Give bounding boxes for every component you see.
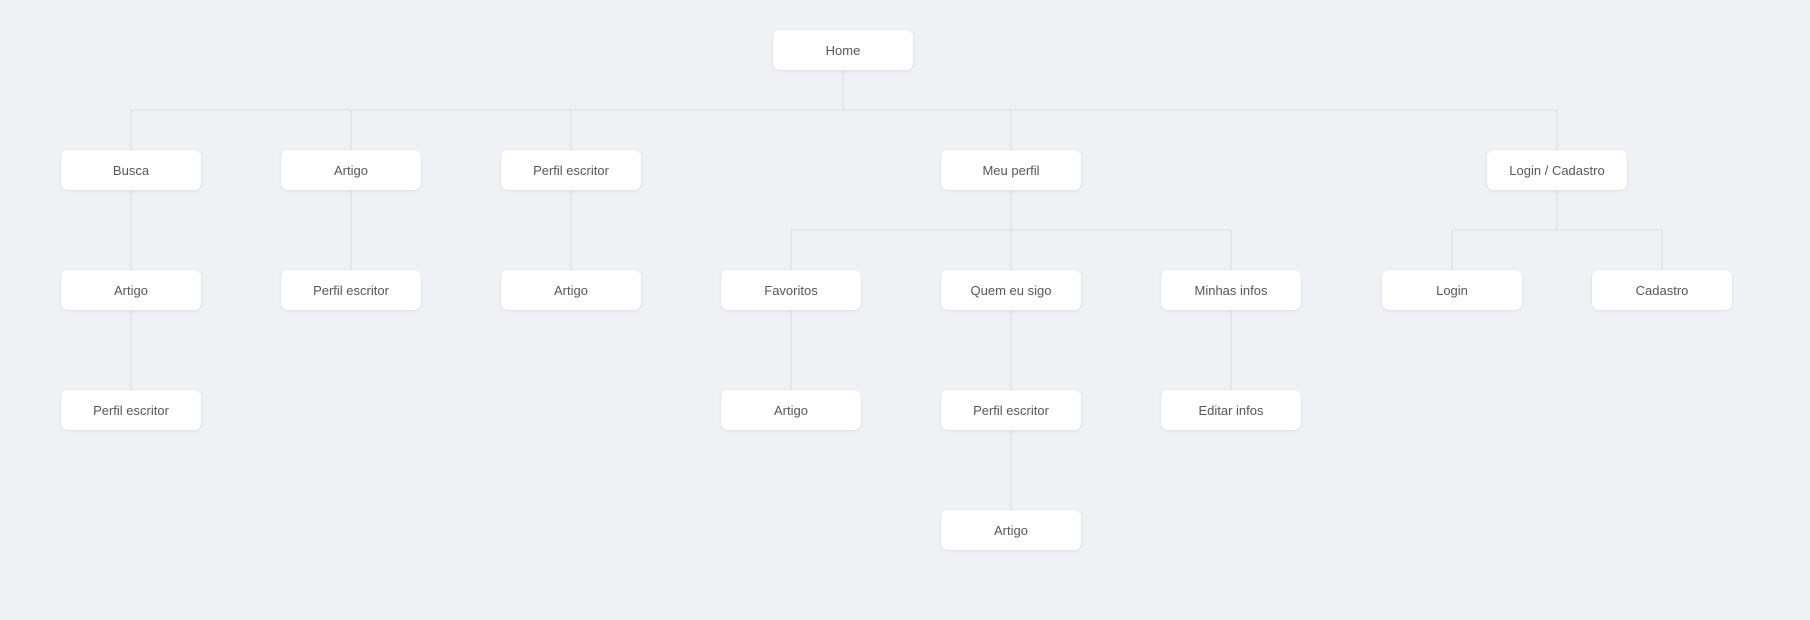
node-meu-perfil[interactable]: Meu perfil bbox=[941, 150, 1081, 190]
node-artigo-5[interactable]: Artigo bbox=[941, 510, 1081, 550]
node-artigo-4b[interactable]: Artigo bbox=[721, 390, 861, 430]
node-busca[interactable]: Busca bbox=[61, 150, 201, 190]
node-artigo-3a[interactable]: Artigo bbox=[61, 270, 201, 310]
node-label: Perfil escritor bbox=[93, 402, 169, 418]
node-label: Quem eu sigo bbox=[970, 282, 1052, 298]
node-label: Cadastro bbox=[1635, 282, 1689, 298]
node-cadastro[interactable]: Cadastro bbox=[1592, 270, 1732, 310]
node-label: Perfil escritor bbox=[533, 162, 609, 178]
node-quem-eu-sigo[interactable]: Quem eu sigo bbox=[941, 270, 1081, 310]
node-label: Login bbox=[1436, 282, 1468, 298]
node-label: Artigo bbox=[114, 282, 148, 298]
node-perfil-escritor-4a[interactable]: Perfil escritor bbox=[61, 390, 201, 430]
node-editar-infos[interactable]: Editar infos bbox=[1161, 390, 1301, 430]
node-label: Home bbox=[825, 42, 861, 58]
node-label: Editar infos bbox=[1198, 402, 1264, 418]
node-perfil-escritor-2[interactable]: Perfil escritor bbox=[501, 150, 641, 190]
node-label: Perfil escritor bbox=[973, 402, 1049, 418]
node-perfil-escritor-4c[interactable]: Perfil escritor bbox=[941, 390, 1081, 430]
node-label: Artigo bbox=[774, 402, 808, 418]
node-artigo-2[interactable]: Artigo bbox=[281, 150, 421, 190]
node-home[interactable]: Home bbox=[773, 30, 913, 70]
node-label: Minhas infos bbox=[1194, 282, 1268, 298]
node-label: Artigo bbox=[994, 522, 1028, 538]
node-label: Busca bbox=[112, 162, 150, 178]
node-minhas-infos[interactable]: Minhas infos bbox=[1161, 270, 1301, 310]
node-artigo-3b[interactable]: Artigo bbox=[501, 270, 641, 310]
node-perfil-escritor-3a[interactable]: Perfil escritor bbox=[281, 270, 421, 310]
node-label: Meu perfil bbox=[982, 162, 1040, 178]
node-label: Artigo bbox=[334, 162, 368, 178]
node-label: Perfil escritor bbox=[313, 282, 389, 298]
node-login-cadastro[interactable]: Login / Cadastro bbox=[1487, 150, 1627, 190]
node-login[interactable]: Login bbox=[1382, 270, 1522, 310]
node-label: Favoritos bbox=[764, 282, 818, 298]
node-label: Artigo bbox=[554, 282, 588, 298]
node-favoritos[interactable]: Favoritos bbox=[721, 270, 861, 310]
node-label: Login / Cadastro bbox=[1509, 162, 1605, 178]
